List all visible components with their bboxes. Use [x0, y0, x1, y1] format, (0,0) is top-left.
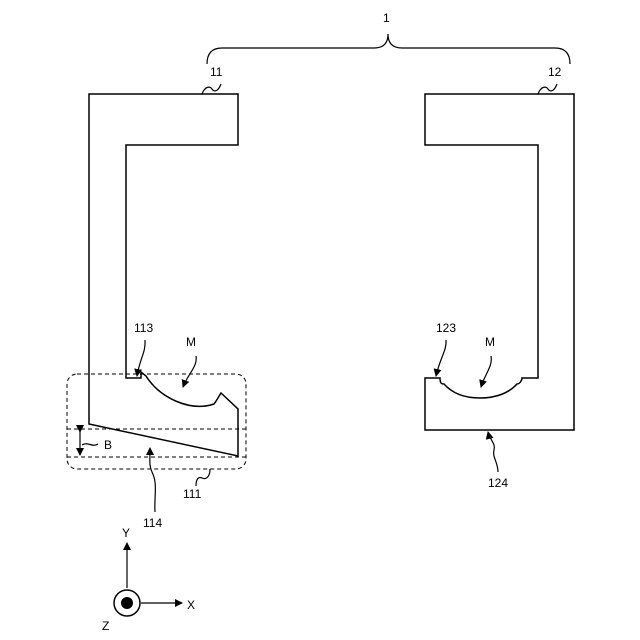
y-axis-label: Y: [122, 526, 130, 540]
assembly-label: 1: [383, 11, 390, 25]
right-part-label: 12: [548, 65, 562, 79]
right-part-leader: [538, 84, 557, 94]
right-part-outline: [425, 94, 574, 430]
left-m-label: M: [186, 335, 196, 349]
left-part-label: 11: [210, 65, 223, 79]
bottom-face-label: 124: [488, 476, 508, 490]
z-axis-label: Z: [102, 619, 109, 633]
assembly-brace: [207, 34, 570, 64]
right-contact-label: 123: [436, 321, 456, 335]
bevel-leader: [150, 448, 156, 512]
z-axis-dot: [121, 597, 133, 609]
right-m-leader: [481, 356, 491, 387]
bottom-face-leader: [488, 432, 498, 472]
offset-label: B: [104, 438, 112, 452]
left-m-leader: [183, 356, 196, 387]
offset-leader: [82, 444, 98, 446]
bevel-label: 114: [143, 516, 162, 530]
left-contact-label: 113: [134, 321, 153, 335]
region-leader: [196, 469, 210, 486]
left-part-leader: [202, 84, 221, 94]
region-label: 111: [183, 487, 202, 501]
x-axis-label: X: [187, 598, 195, 612]
right-m-label: M: [485, 335, 495, 349]
left-contact-leader: [137, 340, 145, 376]
right-contact-leader: [436, 340, 446, 376]
left-part-outline: [89, 94, 238, 456]
